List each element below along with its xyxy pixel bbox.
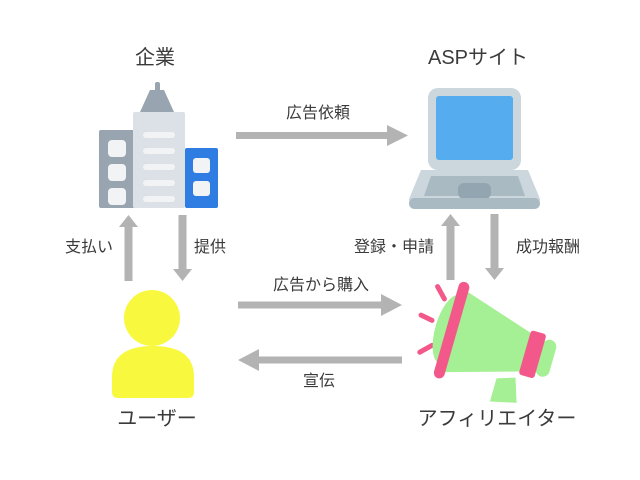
ad-request-label: 広告依頼 [285,105,350,122]
megaphone-cap [535,339,557,377]
building-tower [133,112,185,208]
success-reward-label: 成功報酬 [515,239,580,256]
building-left-windows [108,140,126,205]
megaphone-band [519,330,546,379]
purchase-via-ad-arrow [238,294,402,316]
laptop-bottom-bar [409,198,540,209]
megaphone-cone [442,290,534,373]
promotion-arrow [238,349,402,371]
megaphone-icon [417,281,557,403]
provide-label: 提供 [193,239,226,256]
building-icon [99,82,218,208]
ad-request-arrow [236,125,408,146]
person-body [112,346,194,398]
payment-arrow-up [119,215,138,281]
success-reward-arrow-down [485,214,504,280]
promotion-label: 宣伝 [302,373,335,390]
megaphone-sound-lines [417,284,447,355]
register-apply-arrow-up [441,214,460,280]
laptop-screen [436,96,513,160]
register-apply-label: 登録・申請 [353,239,434,256]
building-right-windows [193,158,210,196]
user-caption: ユーザー [117,408,197,430]
person-head [124,290,180,346]
laptop-trackpad [458,183,491,199]
laptop-icon [409,88,540,209]
asp-site-title: ASPサイト [427,47,529,69]
company-title: 企業 [135,47,175,69]
building-antenna [140,82,174,112]
person-icon [112,290,194,398]
building-tower-windows [143,132,175,202]
provide-arrow-down [173,215,192,281]
megaphone-handle [489,377,517,403]
affiliater-caption: アフィリエイター [417,408,577,430]
megaphone-rim [433,281,470,379]
payment-label: 支払い [64,239,113,256]
purchase-via-ad-label: 広告から購入 [272,277,369,294]
building-right-wing [185,148,218,208]
